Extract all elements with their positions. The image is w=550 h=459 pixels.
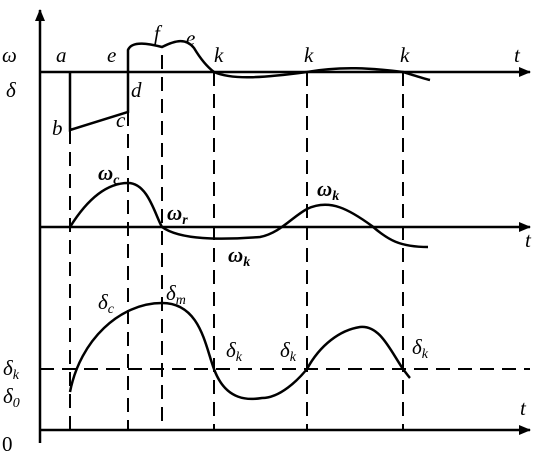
time-label-bottom: t <box>520 396 527 420</box>
omega-c-label: ωc <box>98 161 120 188</box>
omega-curve <box>68 181 429 249</box>
point-label-f: f <box>154 21 163 45</box>
point-label-b: b <box>52 116 63 140</box>
omega-k-label-upper: ωk <box>317 177 339 204</box>
delta-0-axis-label: δ0 <box>3 384 20 411</box>
delta-curve <box>68 301 411 401</box>
time-label-middle: t <box>525 228 532 252</box>
delta-m-label: δm <box>166 281 186 308</box>
origin-label: 0 <box>2 432 13 456</box>
point-label-d: d <box>131 78 142 102</box>
delta-k-label-1: δk <box>226 338 243 365</box>
point-label-k3: k <box>400 43 410 67</box>
delta-k-axis-label: δk <box>3 356 20 383</box>
delta-k-label-2: δk <box>280 338 297 365</box>
point-label-e1: e <box>107 43 116 67</box>
point-label-a: a <box>56 43 67 67</box>
point-label-k2: k <box>304 43 314 67</box>
omega-r-label: ωr <box>167 201 188 228</box>
delta-c-label: δc <box>98 290 115 317</box>
top-trajectory-curve <box>68 39 431 132</box>
point-label-k1: k <box>214 43 224 67</box>
delta-k-label-3: δk <box>412 335 429 362</box>
time-label-top: t <box>514 43 521 67</box>
omega-axis-label: ω <box>2 43 17 67</box>
delta-axis-label: δ <box>6 78 17 102</box>
omega-k-label-lower: ωk <box>228 243 250 270</box>
point-label-c: c <box>116 108 126 132</box>
point-label-e2: e <box>186 26 195 50</box>
